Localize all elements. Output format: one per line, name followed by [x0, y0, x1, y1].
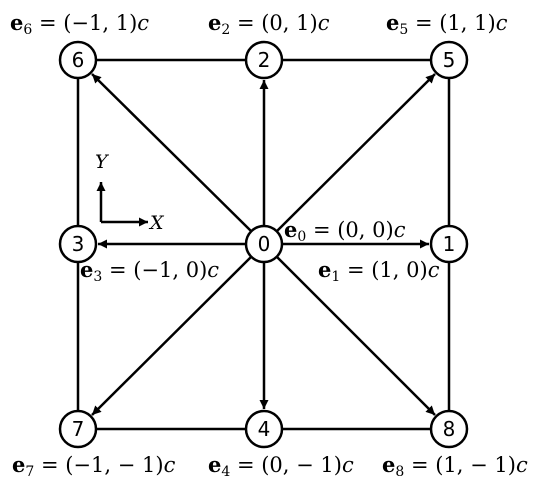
vector-label-e5: e5 = (1, 1)c: [386, 10, 508, 38]
vector-labels: e6 = (−1, 1)c e2 = (0, 1)c e5 = (1, 1)c …: [10, 10, 528, 480]
vector-label-e0: e0 = (0, 0)c: [284, 217, 406, 245]
node-8: 8: [429, 409, 469, 449]
arrow-0-7: [91, 256, 252, 416]
arrow-0-5: [276, 73, 436, 232]
vector-label-e3: e3 = (−1, 0)c: [80, 257, 219, 285]
arrow-0-8: [276, 256, 436, 416]
node-5-label: 5: [443, 48, 456, 72]
node-3-label: 3: [72, 232, 85, 256]
node-2: 2: [244, 40, 284, 80]
vector-label-e1: e1 = (1, 0)c: [318, 257, 440, 285]
node-4: 4: [244, 409, 284, 449]
node-0: 0: [244, 224, 284, 264]
node-2-label: 2: [258, 48, 271, 72]
node-3: 3: [58, 224, 98, 264]
arrow-0-6: [91, 73, 252, 232]
node-7-label: 7: [72, 417, 85, 441]
x-axis-label: X: [148, 212, 165, 234]
node-0-label: 0: [258, 232, 271, 256]
axis-indicator: Y X: [95, 151, 165, 234]
node-4-label: 4: [258, 417, 271, 441]
vector-label-e6: e6 = (−1, 1)c: [10, 10, 149, 38]
y-axis-label: Y: [95, 151, 110, 173]
velocity-arrows: [91, 73, 436, 416]
lattice-nodes: 6 2 5 3 0 1 7 4: [58, 40, 469, 449]
node-1: 1: [429, 224, 469, 264]
vector-label-e2: e2 = (0, 1)c: [208, 10, 330, 38]
node-1-label: 1: [443, 232, 456, 256]
vector-label-e4: e4 = (0, − 1)c: [208, 452, 354, 480]
vector-label-e7: e7 = (−1, − 1)c: [12, 452, 176, 480]
lattice-border: [76, 58, 451, 431]
node-5: 5: [429, 40, 469, 80]
node-7: 7: [58, 409, 98, 449]
node-8-label: 8: [443, 417, 456, 441]
node-6: 6: [58, 40, 98, 80]
vector-label-e8: e8 = (1, − 1)c: [382, 452, 528, 480]
node-6-label: 6: [72, 48, 85, 72]
